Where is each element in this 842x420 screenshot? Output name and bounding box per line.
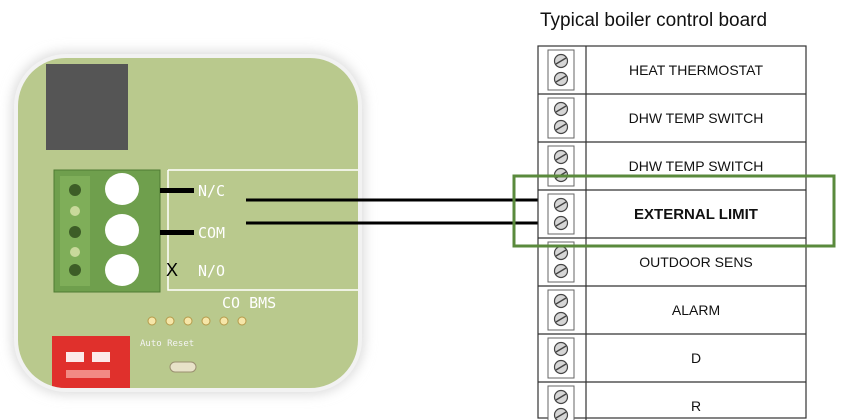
screw-icon [69,264,81,276]
terminal-row: OUTDOOR SENS [538,237,806,283]
terminal-row: EXTERNAL LIMIT [538,189,806,235]
terminal-row: D [538,333,806,379]
led-icon [183,316,193,326]
screw-icon [553,359,569,375]
terminal-label: EXTERNAL LIMIT [634,206,758,223]
screw-icon [553,197,569,213]
terminal-hole-no [105,254,139,286]
pcb-label-no: N/O [198,262,225,280]
led-icon [237,316,247,326]
screw-icon [553,215,569,231]
board-outline [537,45,807,419]
screw-icon [69,184,81,196]
wire-stub-nc [160,188,194,193]
led-icon [201,316,211,326]
terminal-label: OUTDOOR SENS [639,254,753,270]
screw-icon [553,119,569,135]
terminal-label: HEAT THERMOSTAT [629,62,763,78]
pcb-trace [167,170,358,291]
dip-switch [52,336,130,388]
screw-icon [553,53,569,69]
dip-switch-base [66,370,110,378]
screw-icon [553,341,569,357]
screw-column [69,184,81,276]
co-bms-label: CO BMS [222,294,276,312]
wires [246,198,564,225]
wire-stub-com [160,230,194,235]
pcb-label-com: COM [198,224,225,242]
terminal-row: ALARM [538,285,806,331]
screw-icon [553,293,569,309]
screw-icon [553,149,569,165]
terminal-row: DHW TEMP SWITCH [538,93,806,139]
terminal-hole-nc [105,173,139,205]
screw-icon [70,247,80,257]
terminal-row: DHW TEMP SWITCH [538,141,806,187]
board-title: Typical boiler control board [540,10,767,31]
control-board: Typical boiler control board HEAT THERMO… [512,10,836,420]
terminal-label: DHW TEMP SWITCH [629,110,764,126]
led-row [147,316,247,326]
terminal-label: R [691,398,701,414]
dark-component [46,64,128,150]
screw-icon [553,101,569,117]
unused-terminal-mark: X [166,260,178,280]
screw-icon [70,206,80,216]
led-icon [165,316,175,326]
pcb-label-nc: N/C [198,182,225,200]
screw-icon [553,389,569,405]
screw-icon [553,263,569,279]
terminal-label: ALARM [672,302,720,318]
screw-icon [553,311,569,327]
dip-switch-lever [92,352,110,362]
led-icon [219,316,229,326]
terminal-hole-com [105,214,139,246]
dip-switch-lever [66,352,84,362]
led-icon [147,316,157,326]
device-panel: N/C COM N/O X CO BMS Auto Reset [12,52,364,394]
external-limit-highlight [512,174,836,248]
screw-icon [553,245,569,261]
auto-reset-label: Auto Reset [140,339,194,349]
screw-icon [553,71,569,87]
terminal-label: DHW TEMP SWITCH [629,158,764,174]
terminal-label: D [691,350,701,366]
terminal-row: HEAT THERMOSTAT [547,49,763,91]
screw-icon [553,407,569,420]
screw-icon [69,226,81,238]
terminal-rows: HEAT THERMOSTAT DHW TEMP SWITCH DHW TEMP S… [538,49,806,420]
terminal-row: R [538,381,806,420]
reset-button [169,361,197,373]
